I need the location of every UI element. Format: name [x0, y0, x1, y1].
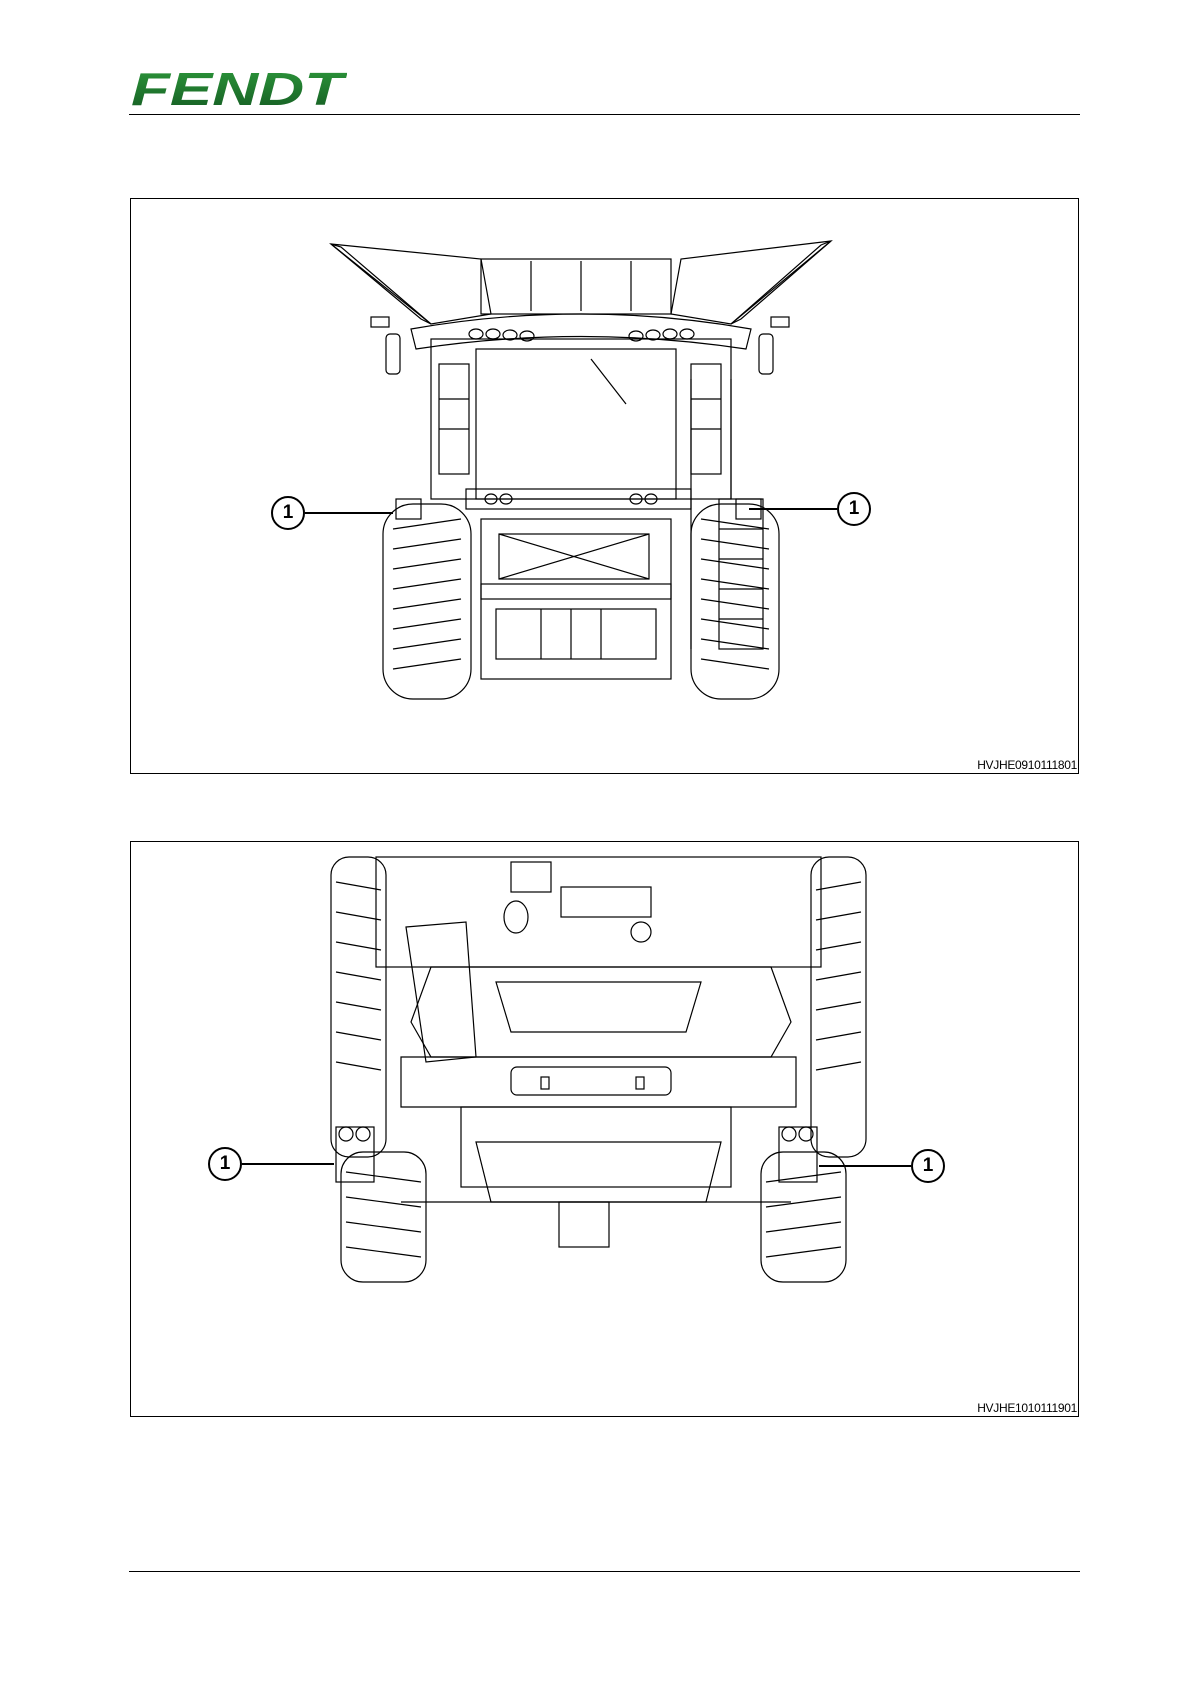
combine-front-illustration: [131, 199, 1078, 773]
svg-text:FENDT: FENDT: [131, 68, 347, 110]
figure-code: HVJHE0910111801: [977, 758, 1077, 772]
figure-code: HVJHE1010111901: [977, 1401, 1077, 1415]
leader-line-left: [305, 512, 393, 514]
callout-left: 1: [208, 1147, 242, 1181]
combine-rear-illustration: [131, 842, 1078, 1416]
header-rule: [129, 114, 1080, 115]
leader-line-right: [819, 1165, 911, 1167]
callout-left: 1: [271, 496, 305, 530]
callout-right: 1: [837, 492, 871, 526]
callout-right: 1: [911, 1149, 945, 1183]
figure-rear-view: 1 1 HVJHE1010111901: [130, 841, 1079, 1417]
figure-front-view: 1 1 HVJHE0910111801: [130, 198, 1079, 774]
footer-rule: [129, 1571, 1080, 1572]
fendt-logo: FENDT: [129, 68, 347, 110]
leader-line-right: [749, 508, 837, 510]
leader-line-left: [242, 1163, 334, 1165]
